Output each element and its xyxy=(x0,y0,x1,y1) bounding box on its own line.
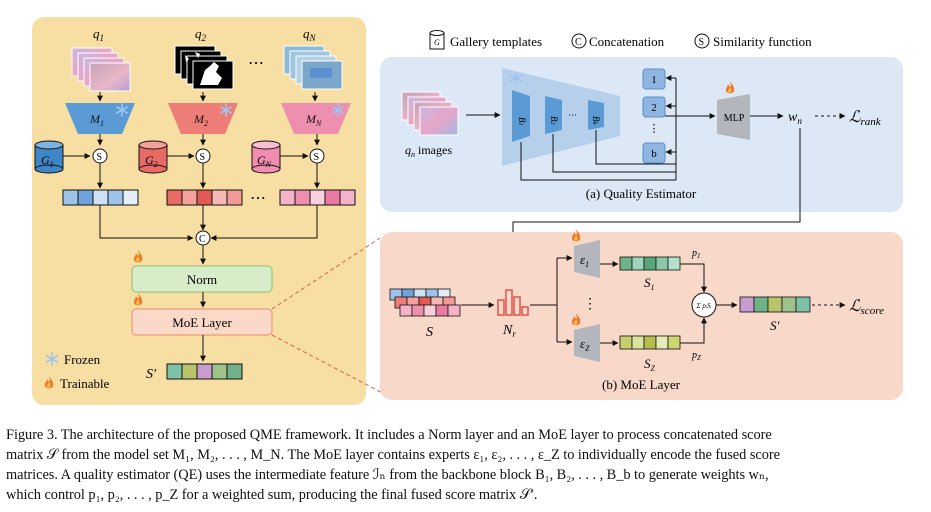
query-images-2 xyxy=(174,45,234,90)
svg-text:C: C xyxy=(199,234,206,245)
svg-text:b: b xyxy=(651,148,657,160)
similarity-node-n: S xyxy=(309,148,325,164)
svg-text:2: 2 xyxy=(651,102,657,114)
left-output-label: S′ xyxy=(146,367,157,382)
ellipsis-vectors: ⋯ xyxy=(250,190,266,207)
qe-input-label: qn images xyxy=(405,143,452,159)
norm-block: Norm xyxy=(131,250,273,293)
caption-line: matrices. A quality estimator (QE) uses … xyxy=(6,467,769,483)
moe-panel xyxy=(380,232,903,400)
moe-input-matrices xyxy=(389,288,461,317)
qe-mlp: MLP xyxy=(717,81,750,140)
svg-text:M1: M1 xyxy=(89,112,104,128)
moe-input-label: S xyxy=(426,325,433,340)
expert-1: ε1 xyxy=(571,229,600,278)
qe-caption: (a) Quality Estimator xyxy=(586,186,697,201)
svg-text:Frozen: Frozen xyxy=(64,352,101,367)
similarity-node-2: S xyxy=(195,148,211,164)
svg-text:GN: GN xyxy=(257,153,272,169)
score-vector-n xyxy=(279,189,356,206)
qe-feature-dots: ⋮ xyxy=(649,123,660,135)
expert-1-scores xyxy=(619,256,681,271)
model-2: M2 xyxy=(168,103,238,134)
flame-icon xyxy=(571,229,581,242)
expert-1-score-label: S1 xyxy=(644,275,655,292)
svg-text:Trainable: Trainable xyxy=(60,376,110,391)
qe-feature-box-2: 2 xyxy=(642,96,666,118)
svg-text:S: S xyxy=(200,152,206,163)
legend-concatenation: C Concatenation xyxy=(571,33,665,49)
qe-feature-box-b: b xyxy=(642,142,666,164)
qe-weight-label: wn xyxy=(788,110,802,126)
svg-text:Σ pᵢSᵢ: Σ pᵢSᵢ xyxy=(695,302,711,310)
svg-text:G: G xyxy=(434,38,440,47)
svg-text:M2: M2 xyxy=(193,112,208,128)
moe-output-vector xyxy=(739,296,811,313)
svg-text:S: S xyxy=(97,152,103,163)
query-images-n xyxy=(283,45,343,90)
moe-block: MoE Layer xyxy=(131,293,273,336)
svg-text:1: 1 xyxy=(651,74,657,86)
svg-text:G2: G2 xyxy=(145,153,158,169)
svg-text:G1: G1 xyxy=(41,153,54,169)
gallery-n: GN xyxy=(251,140,281,174)
moe-score-loss: ℒscore xyxy=(849,298,884,317)
query-label-1: q1 xyxy=(93,26,104,43)
caption-line: which control p₁, p₂, . . . , p_Z for a … xyxy=(6,487,538,503)
svg-text:MLP: MLP xyxy=(724,113,745,124)
figure-caption: Figure 3. The architecture of the propos… xyxy=(6,425,926,505)
legend-similarity: S Similarity function xyxy=(694,33,812,49)
architecture-figure: q1 q2 qN ⋯ M1 M2 MN xyxy=(32,17,903,405)
svg-text:ε1: ε1 xyxy=(580,252,589,269)
model-n: MN xyxy=(281,103,351,134)
svg-text:B2: B2 xyxy=(549,116,559,125)
expert-z: εZ xyxy=(571,313,600,362)
svg-text:S: S xyxy=(699,37,705,48)
svg-text:Gallery templates: Gallery templates xyxy=(450,34,542,49)
expert-z-score-label: SZ xyxy=(644,356,656,373)
qe-backbone: B1 B2 Bb ··· xyxy=(502,68,620,166)
weighted-sum-node: Σ pᵢSᵢ xyxy=(691,292,717,318)
score-vector-1 xyxy=(62,189,139,206)
qe-input-images xyxy=(401,91,459,136)
query-label-2: q2 xyxy=(195,26,207,43)
gallery-1: G1 xyxy=(34,140,64,174)
similarity-node-1: S xyxy=(92,148,108,164)
moe-caption: (b) MoE Layer xyxy=(602,377,681,392)
legend-gallery-templates: G Gallery templates xyxy=(429,30,542,50)
gallery-2: G2 xyxy=(138,140,168,174)
svg-text:Norm: Norm xyxy=(187,272,217,287)
ellipsis-queries: ⋯ xyxy=(248,55,264,72)
caption-line: Figure 3. The architecture of the propos… xyxy=(6,427,772,443)
weight-p1: p1 xyxy=(691,248,701,260)
concat-node: C xyxy=(195,230,211,246)
moe-norm-icon xyxy=(497,289,529,316)
moe-output-label: S′ xyxy=(770,318,780,333)
moe-expert-dots: ⋮ xyxy=(583,297,597,312)
svg-text:MN: MN xyxy=(305,112,322,128)
svg-text:S: S xyxy=(314,152,320,163)
query-label-n: qN xyxy=(303,26,317,43)
moe-norm-label: Nr xyxy=(502,323,516,339)
svg-text:MoE Layer: MoE Layer xyxy=(172,315,232,330)
svg-text:εZ: εZ xyxy=(580,336,590,353)
score-vector-2 xyxy=(166,189,243,206)
model-1: M1 xyxy=(65,103,135,134)
svg-text:C: C xyxy=(575,37,582,48)
legend-trainable: Trainable xyxy=(44,376,110,391)
weight-pz: pZ xyxy=(691,350,701,362)
svg-text:Concatenation: Concatenation xyxy=(589,34,665,49)
qe-feature-box-1: 1 xyxy=(642,68,666,90)
expert-z-scores xyxy=(619,335,681,350)
left-output-vector xyxy=(166,363,243,380)
caption-line: matrix 𝒮 from the model set M₁, M₂, . . … xyxy=(6,447,780,463)
qe-rank-loss: ℒrank xyxy=(849,109,882,128)
svg-text:B1: B1 xyxy=(517,117,527,126)
svg-text:Similarity function: Similarity function xyxy=(713,34,812,49)
svg-text:···: ··· xyxy=(568,110,577,120)
svg-text:Bb: Bb xyxy=(591,116,601,125)
legend-frozen: Frozen xyxy=(45,352,101,367)
query-images-1 xyxy=(71,47,131,92)
